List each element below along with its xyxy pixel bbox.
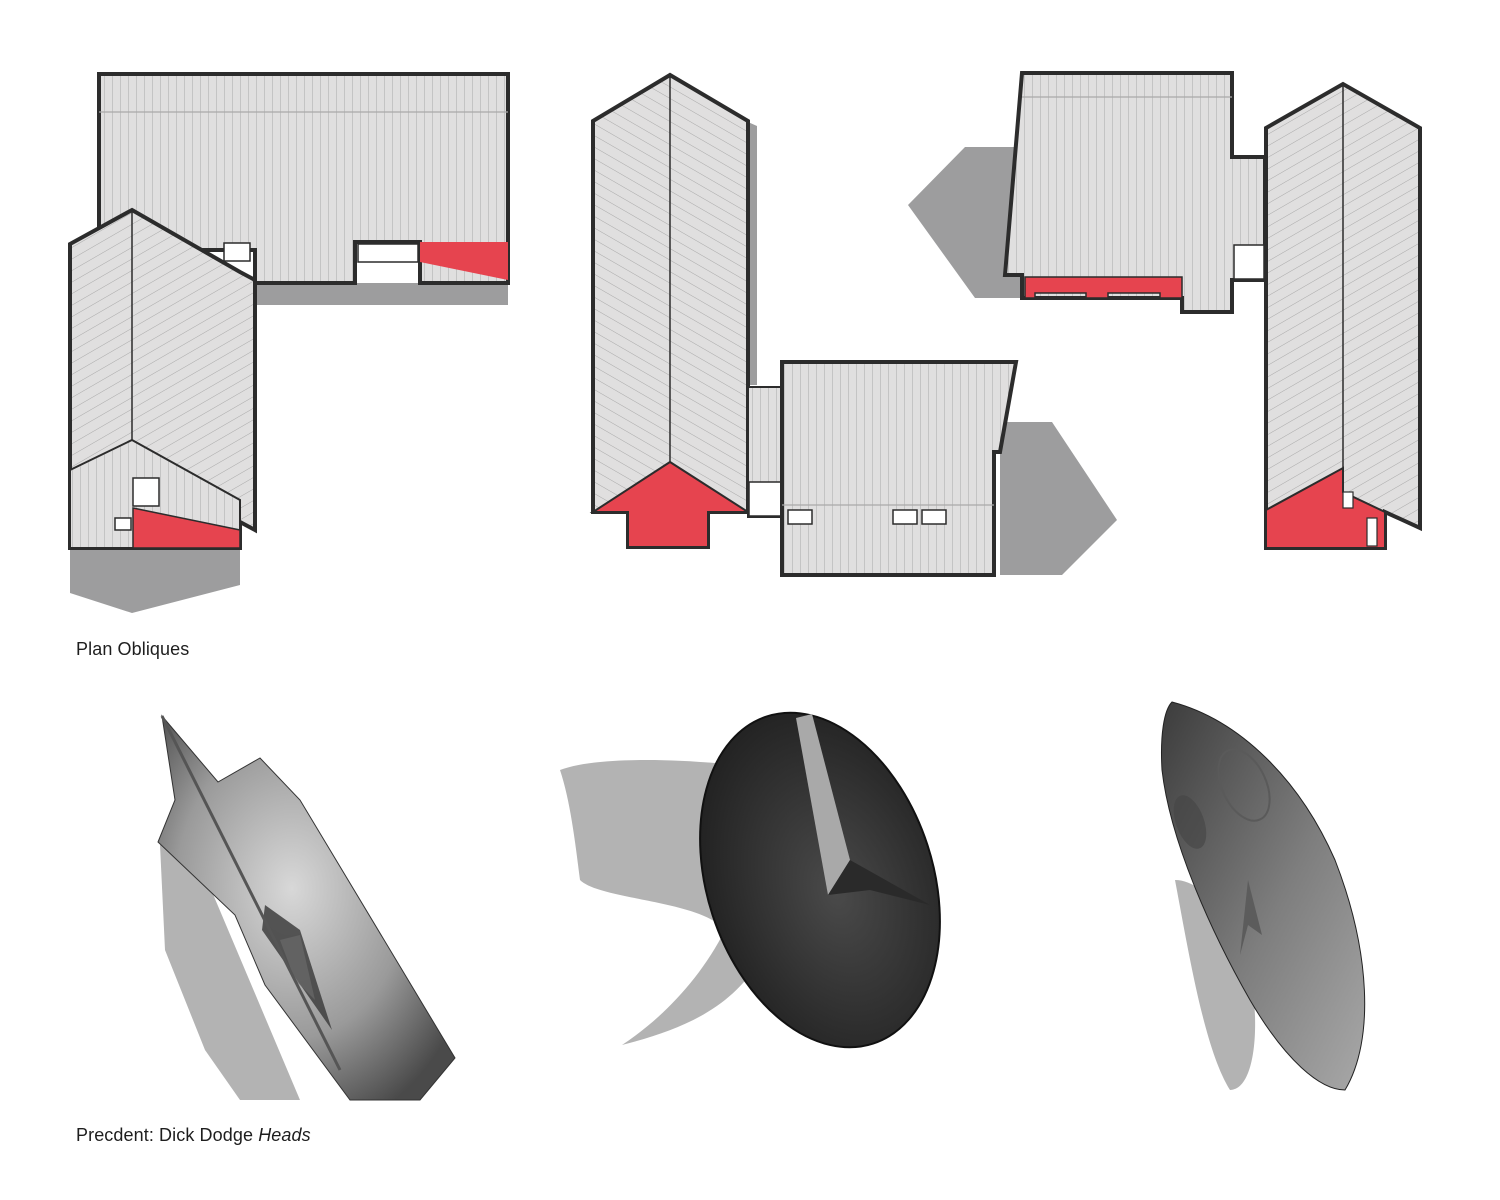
red-gable-2 — [589, 460, 752, 548]
precedent-caption-prefix: Precdent: Dick Dodge — [76, 1125, 259, 1145]
opening — [223, 242, 251, 262]
head-sculpture-2 — [560, 711, 941, 1049]
sculpture-2 — [699, 711, 941, 1049]
red-gable-3 — [1265, 466, 1386, 549]
opening — [1342, 491, 1354, 509]
opening — [921, 509, 947, 525]
shadow-2a — [1000, 422, 1117, 575]
plan-obliques-caption: Plan Obliques — [76, 639, 190, 659]
shadow-1b — [70, 548, 240, 613]
building-2-hall-roof — [780, 360, 1019, 577]
plan-oblique-1 — [68, 72, 510, 613]
shadow-2b — [748, 122, 757, 385]
building-3-hall-roof — [1002, 71, 1267, 314]
red-wall-3a — [1024, 276, 1183, 299]
precedent-caption: Precdent: Dick Dodge Heads — [76, 1125, 311, 1146]
photo-shadow-1 — [160, 835, 300, 1100]
plan-oblique-2 — [589, 72, 1117, 577]
opening — [1233, 244, 1265, 280]
head-sculpture-1 — [157, 714, 456, 1101]
opening — [1366, 517, 1378, 547]
opening — [132, 477, 160, 507]
shadow-1a — [255, 283, 508, 305]
opening — [787, 509, 813, 525]
opening — [114, 517, 132, 531]
red-wall-1a — [420, 242, 508, 280]
plan-oblique-3 — [908, 71, 1422, 550]
shadow-3 — [908, 147, 1022, 298]
sculpture-1 — [157, 714, 456, 1101]
head-sculpture-3 — [1161, 701, 1366, 1091]
sculpture-3 — [1161, 701, 1366, 1091]
precedent-caption-title: Heads — [258, 1125, 311, 1145]
red-wall-1b — [132, 507, 241, 549]
opening — [357, 243, 419, 263]
opening — [748, 481, 782, 517]
opening — [892, 509, 918, 525]
